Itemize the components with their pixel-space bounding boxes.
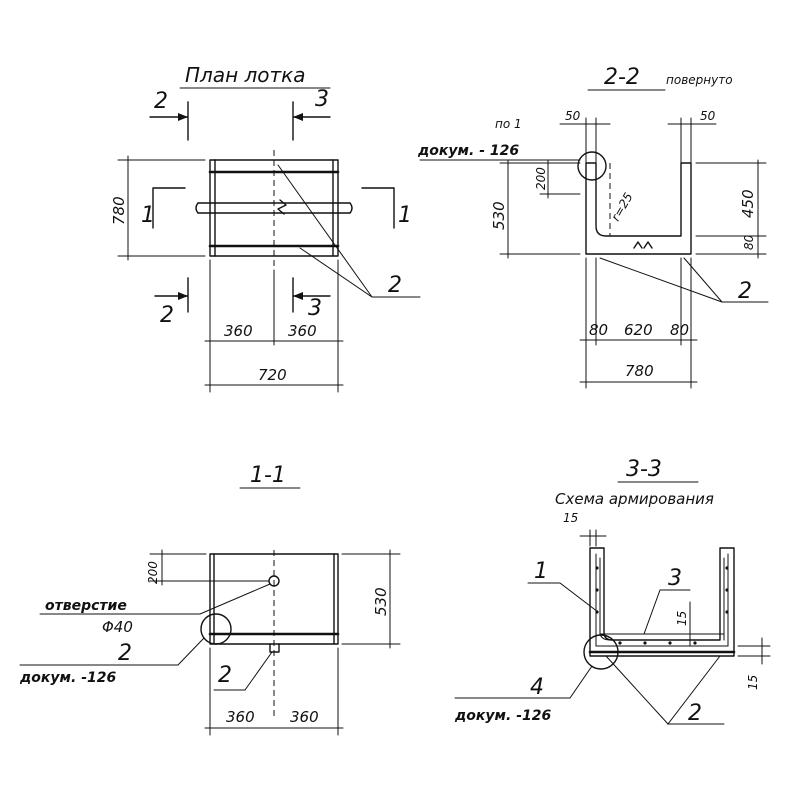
plan-callout-leader: [277, 164, 421, 298]
s11-detail-circle: [200, 613, 232, 645]
s33-detail-circle: [583, 634, 619, 670]
plan-view: План лотка 2 3 2 3 1 1: [110, 63, 421, 393]
s11-dim-200: 200: [146, 561, 160, 584]
s33-rebar-left: [599, 557, 611, 641]
cut-1-right-marker: [361, 187, 395, 229]
s22-ref-doc: докум. - 126: [417, 143, 519, 159]
s11-dim-360b: 360: [290, 708, 319, 726]
section-3-3: 3-3 Схема армирования 15 15 15 1: [454, 457, 771, 726]
s33-dim-15mid: 15: [675, 611, 689, 626]
section22-subtitle: повернуто: [666, 73, 733, 87]
s33-callout-leader: [605, 655, 725, 725]
s11-dim-530: 530: [372, 587, 390, 616]
cut-3-top-label: 3: [315, 87, 329, 112]
plan-dim-360b: 360: [288, 322, 317, 340]
s11-hole-leader: [199, 583, 271, 615]
section-2-2: 2-2 повернуто 50 50 по 1 докум. - 126 20…: [417, 65, 769, 389]
s22-detail-circle: [577, 151, 607, 181]
cut-2-bottom-arrow: [178, 292, 188, 300]
s22-ref-pos: по 1: [495, 117, 522, 131]
s22-dim-50b: 50: [700, 109, 716, 123]
plan-title: План лотка: [185, 63, 306, 87]
s11-hole-label: отверстие: [45, 598, 127, 614]
plan-dim-780: 780: [110, 196, 128, 225]
s11-hole-size: Φ40: [102, 618, 133, 636]
cut-1-right-label: 1: [398, 203, 412, 228]
s22-callout-label: 2: [738, 279, 752, 304]
section33-title: 3-3: [626, 457, 662, 482]
s33-pos4-leader: [454, 665, 593, 699]
s22-dim-530: 530: [490, 201, 508, 230]
section-1-1: 1-1 200 530 отверстие Φ40 2 докум. -126 …: [19, 463, 401, 736]
s33-pos4-label: 4: [530, 675, 544, 700]
s22-radius: r=25: [608, 190, 635, 223]
s11-ref-pos: 2: [118, 641, 132, 666]
s33-dim-15right: 15: [746, 675, 760, 690]
s33-pos1-label: 1: [534, 559, 548, 584]
s22-dim-80a: 80: [589, 321, 608, 339]
plan-break-mark: [277, 199, 287, 215]
s33-pos3-label: 3: [668, 566, 682, 591]
cut-2-bottom-label: 2: [160, 303, 174, 328]
s11-callout-label: 2: [218, 663, 232, 688]
section22-break-mark: [633, 241, 653, 249]
s33-tray-profile: [589, 547, 735, 657]
cut-1-left-marker: [152, 187, 186, 229]
cut-3-top-arrow: [293, 113, 303, 121]
s22-dim-50a: 50: [565, 109, 581, 123]
cut-2-top-label: 2: [154, 89, 168, 114]
s22-callout-leader: [599, 257, 769, 303]
s22-dim-80v: 80: [742, 234, 756, 250]
s33-rebar-outer: [595, 553, 729, 647]
cut-3-bottom-arrow: [293, 292, 303, 300]
s33-pos3-leader: [643, 589, 691, 635]
plan-callout-label: 2: [388, 273, 402, 298]
s11-callout-leader: [213, 651, 273, 691]
s11-ref-doc: докум. -126: [19, 670, 116, 686]
s33-ref-doc: докум. -126: [454, 708, 551, 724]
s11-dim-360a: 360: [226, 708, 255, 726]
section11-title: 1-1: [250, 463, 286, 488]
s22-dim-780: 780: [625, 362, 654, 380]
s33-pos1-leader: [527, 582, 599, 613]
cut-1-left-label: 1: [141, 203, 155, 228]
section33-subtitle: Схема армирования: [555, 490, 714, 508]
plan-rod-ends: [195, 202, 353, 214]
plan-dim-720: 720: [258, 366, 287, 384]
s22-dim-80b: 80: [670, 321, 689, 339]
cut-2-top-arrow: [178, 113, 188, 121]
s33-dim-15top: 15: [563, 511, 578, 525]
s33-rebar-dots: [595, 566, 729, 645]
plan-dim-360a: 360: [224, 322, 253, 340]
s22-dim-200: 200: [534, 167, 548, 190]
s22-dim-620: 620: [624, 321, 653, 339]
s22-dim-450: 450: [739, 189, 757, 218]
s33-callout-label: 2: [688, 701, 702, 726]
cut-3-bottom-label: 3: [308, 296, 322, 321]
section22-title: 2-2: [604, 65, 640, 90]
s11-ref-leader: [19, 637, 205, 666]
